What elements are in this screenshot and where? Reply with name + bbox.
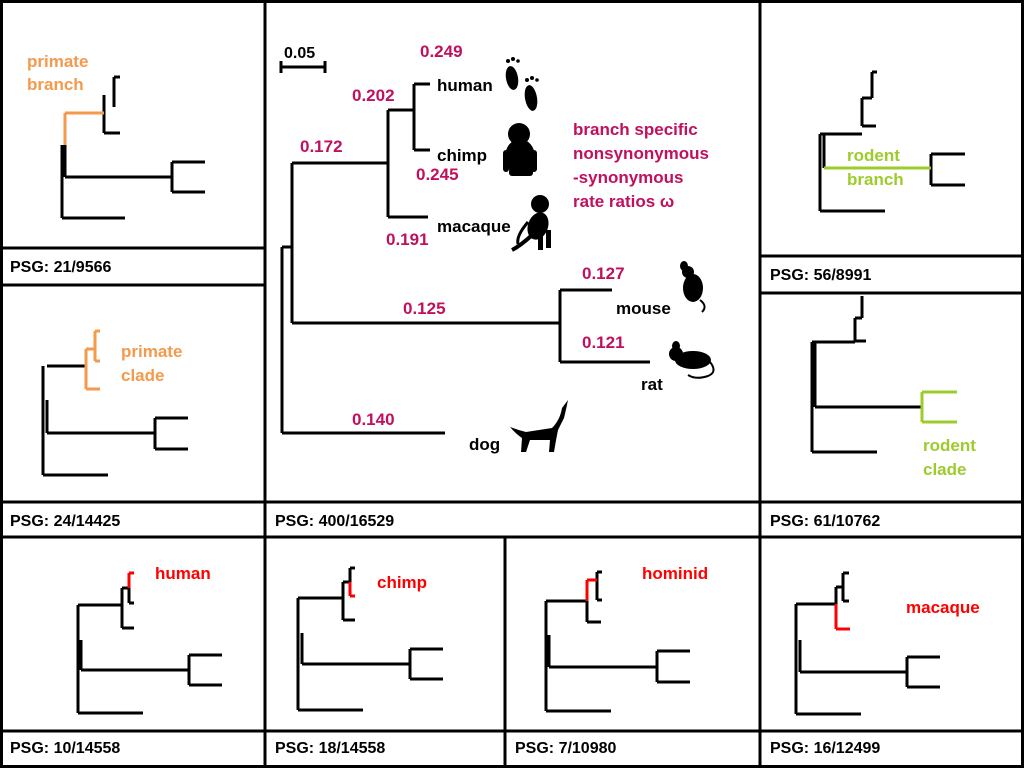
omega-mouse: 0.127 [582, 264, 625, 283]
footprints-icon [505, 57, 539, 111]
taxon-human: human [437, 76, 493, 95]
panel-macaque: macaque PSG: 16/12499 [770, 571, 980, 757]
legend-line-2: nonsynonymous [573, 144, 709, 163]
omega-human: 0.249 [420, 42, 463, 61]
rodent-clade-label-2: clade [923, 460, 966, 479]
legend-line-4: rate ratios ω [573, 192, 674, 211]
macaque-panel-label: macaque [906, 598, 980, 617]
human-panel-label: human [155, 564, 211, 583]
omega-rat: 0.121 [582, 333, 625, 352]
rodent-branch-label-2: branch [847, 170, 904, 189]
primate-branch-label-2: branch [27, 75, 84, 94]
taxon-rat: rat [641, 375, 663, 394]
hominid-panel-label: hominid [642, 564, 708, 583]
main-tree [279, 61, 650, 435]
omega-macaque: 0.191 [386, 230, 429, 249]
panel-chimp: chimp PSG: 18/14558 [275, 566, 443, 757]
scale-bar-label: 0.05 [284, 45, 315, 62]
human-panel-psg: PSG: 10/14558 [10, 740, 120, 757]
macaque-panel-psg: PSG: 16/12499 [770, 740, 880, 757]
omega-chimp: 0.245 [416, 165, 459, 184]
dog-icon [510, 400, 568, 452]
omega-hominid: 0.202 [352, 86, 395, 105]
chimp-icon [503, 123, 537, 176]
taxon-macaque: macaque [437, 217, 511, 236]
legend-line-3: -synonymous [573, 168, 684, 187]
macaque-icon [511, 195, 551, 252]
main-psg-label: PSG: 400/16529 [275, 513, 394, 530]
hominid-panel-psg: PSG: 7/10980 [515, 740, 617, 757]
primate-clade-label-1: primate [121, 342, 182, 361]
rodent-branch-psg: PSG: 56/8991 [770, 267, 872, 284]
panel-rodent-clade: rodent clade PSG: 61/10762 [770, 296, 976, 530]
rat-icon [669, 341, 715, 379]
taxon-dog: dog [469, 435, 500, 454]
rodent-branch-label-1: rodent [847, 146, 900, 165]
panel-hominid: hominid PSG: 7/10980 [515, 564, 708, 757]
omega-rodent: 0.125 [403, 299, 446, 318]
chimp-panel-psg: PSG: 18/14558 [275, 740, 385, 757]
panel-primate-clade: primate clade PSG: 24/14425 [10, 329, 188, 530]
panel-rodent-branch: rodent branch PSG: 56/8991 [770, 70, 965, 284]
primate-clade-psg: PSG: 24/14425 [10, 513, 120, 530]
omega-legend: branch specific nonsynonymous -synonymou… [573, 120, 709, 211]
omega-primate: 0.172 [300, 137, 343, 156]
taxon-chimp: chimp [437, 146, 487, 165]
omega-values: 0.249 0.202 0.245 0.172 0.191 0.125 0.12… [300, 42, 625, 429]
chimp-panel-label: chimp [377, 573, 427, 592]
panel-primate-branch: primate branch PSG: 21/9566 [10, 52, 205, 276]
rodent-clade-label-1: rodent [923, 436, 976, 455]
taxon-labels: human chimp macaque mouse rat dog [437, 76, 671, 454]
taxon-mouse: mouse [616, 299, 671, 318]
panel-human: human PSG: 10/14558 [10, 564, 222, 757]
mouse-icon [680, 261, 706, 313]
primate-clade-label-2: clade [121, 366, 164, 385]
primate-branch-psg: PSG: 21/9566 [10, 259, 112, 276]
omega-dog: 0.140 [352, 410, 395, 429]
rodent-clade-psg: PSG: 61/10762 [770, 513, 880, 530]
legend-line-1: branch specific [573, 120, 698, 139]
primate-branch-label-1: primate [27, 52, 88, 71]
